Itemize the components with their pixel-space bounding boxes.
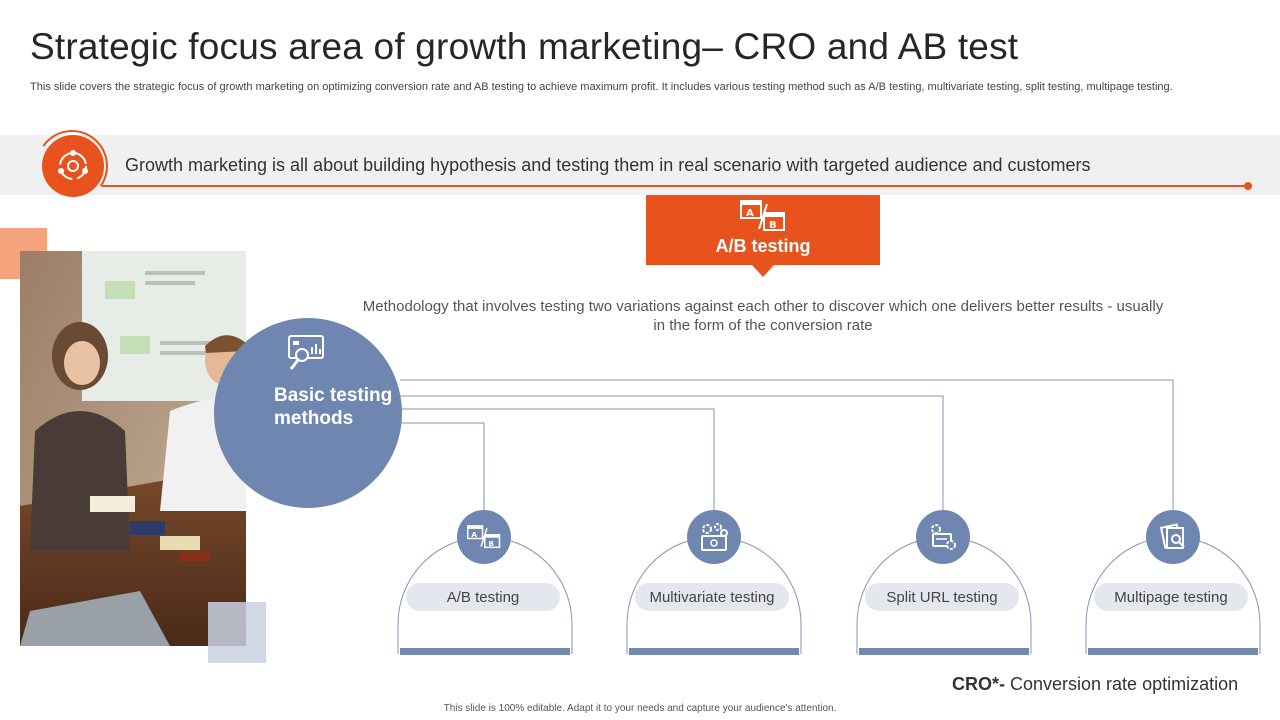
svg-text:A: A (471, 530, 477, 539)
slide-footer: This slide is 100% editable. Adapt it to… (443, 703, 837, 714)
analytics-monitor-icon (286, 333, 326, 378)
split-gear-icon (916, 510, 970, 564)
decorative-blue-square (208, 602, 266, 663)
banner-line-end-dot (1244, 182, 1252, 190)
method-label: Multivariate testing (635, 583, 789, 611)
banner-underline (102, 185, 1248, 187)
banner-text: Growth marketing is all about building h… (125, 155, 1091, 175)
method-card-split-url-testing: Split URL testing (856, 536, 1032, 656)
card-base-bar (859, 648, 1029, 655)
method-label: A/B testing (406, 583, 560, 611)
card-base-bar (400, 648, 570, 655)
svg-text:A: A (746, 208, 754, 219)
svg-text:B: B (488, 539, 494, 548)
method-label: Split URL testing (865, 583, 1019, 611)
card-base-bar (629, 648, 799, 655)
cro-definition: Conversion rate optimization (1005, 674, 1239, 694)
highlight-description: Methodology that involves testing two va… (362, 298, 1164, 334)
ab-test-icon: A B (740, 200, 786, 237)
cro-footnote: CRO*- Conversion rate optimization (952, 674, 1238, 695)
svg-text:B: B (769, 220, 777, 231)
gears-monitor-icon (687, 510, 741, 564)
pages-search-icon (1146, 510, 1200, 564)
cro-abbreviation: CRO*- (952, 674, 1005, 694)
ab-testing-highlight-pointer (752, 265, 774, 277)
growth-cycle-icon (42, 135, 104, 197)
method-card-multipage-testing: Multipage testing (1085, 536, 1261, 656)
hub-label: Basic testing methods (274, 385, 393, 429)
basic-testing-methods-hub (214, 318, 402, 508)
ab-test-icon: A B (457, 510, 511, 564)
highlight-title: A/B testing (715, 236, 811, 256)
meeting-photo (20, 251, 246, 646)
method-card-ab-testing: A/B testing (397, 536, 573, 656)
card-base-bar (1088, 648, 1258, 655)
method-label: Multipage testing (1094, 583, 1248, 611)
slide-title: Strategic focus area of growth marketing… (30, 26, 1019, 67)
slide-subtitle: This slide covers the strategic focus of… (30, 81, 1173, 93)
